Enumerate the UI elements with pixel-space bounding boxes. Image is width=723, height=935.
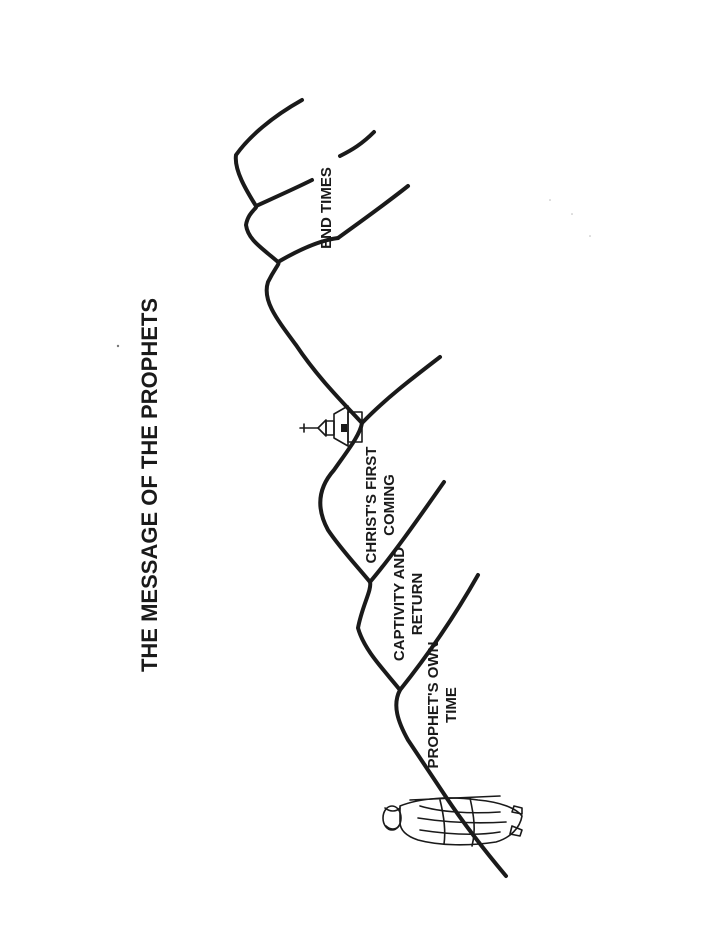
- speck: [549, 199, 551, 201]
- label-first-coming-line1: CHRIST'S FIRST: [363, 447, 380, 564]
- ridge-end-times-far-2: [338, 130, 376, 158]
- label-captivity-and-return: CAPTIVITY AND RETURN: [391, 547, 426, 661]
- prophet-figure-icon: [382, 795, 523, 847]
- ridge-end-times-back-1: [276, 236, 340, 264]
- speck: [116, 344, 120, 348]
- label-end-times: END TIMES: [318, 167, 335, 249]
- label-prophets-own-time: PROPHET'S OWN TIME: [425, 642, 460, 769]
- ridge-first-coming-back: [360, 355, 442, 425]
- speck: [589, 235, 591, 237]
- label-prophets-own-time-line1: PROPHET'S OWN: [425, 642, 442, 769]
- label-captivity-line1: CAPTIVITY AND: [391, 547, 408, 661]
- label-end-times-line1: END TIMES: [318, 167, 335, 249]
- main-ridge-line: [233, 98, 508, 878]
- church-icon: [299, 405, 363, 447]
- ridge-end-times-far-1: [336, 184, 410, 240]
- page-title: THE MESSAGE OF THE PROPHETS: [137, 298, 162, 672]
- ridge-captivity-back: [368, 480, 446, 584]
- label-christs-first-coming: CHRIST'S FIRST COMING: [363, 447, 398, 564]
- speck: [571, 213, 573, 215]
- label-first-coming-line2: COMING: [381, 474, 398, 536]
- label-captivity-line2: RETURN: [409, 573, 426, 636]
- label-prophets-own-time-line2: TIME: [443, 687, 460, 723]
- ridge-prophets-time-back: [398, 573, 480, 692]
- ridge-end-times-back-2: [254, 178, 314, 208]
